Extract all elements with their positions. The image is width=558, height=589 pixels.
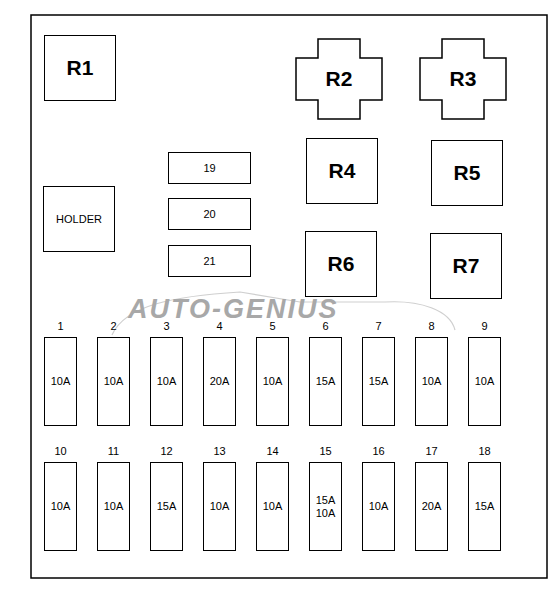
slot-label: HOLDER <box>56 213 102 225</box>
slot-label: 20 <box>203 208 215 220</box>
fuse-body: 10A <box>44 337 77 426</box>
fuse: 1720A <box>415 442 448 551</box>
fuse-slot: 19 <box>168 152 251 184</box>
fuse-number: 12 <box>144 442 189 460</box>
relay: R7 <box>430 233 502 299</box>
fuse-number: 17 <box>409 442 454 460</box>
fuse-number: 18 <box>462 442 507 460</box>
slot-label: 21 <box>203 255 215 267</box>
relay-cross: R2 <box>295 38 383 120</box>
fuse-number: 1 <box>38 317 83 335</box>
fuse: 810A <box>415 317 448 426</box>
relay-label: R2 <box>326 67 353 91</box>
fuse-body: 10A <box>97 462 130 551</box>
fuse-rating: 10A <box>263 500 283 513</box>
fuse-rating: 20A <box>210 375 230 388</box>
fuse: 1310A <box>203 442 236 551</box>
fuse-number: 9 <box>462 317 507 335</box>
relay: R5 <box>431 140 503 206</box>
watermark: AUTO-GENIUS <box>128 294 339 325</box>
fuse-rating: 15A <box>157 500 177 513</box>
fuse-rating: 10A <box>104 500 124 513</box>
relay: R4 <box>306 138 378 204</box>
relay-label: R5 <box>454 161 481 185</box>
relay-label: R1 <box>67 56 94 80</box>
fuse-body: 10A <box>362 462 395 551</box>
fuse-rating: 10A <box>210 500 230 513</box>
fuse-rating: 10A <box>104 375 124 388</box>
fuse: 310A <box>150 317 183 426</box>
fuse-number: 10 <box>38 442 83 460</box>
fuse-rating: 10A <box>369 500 389 513</box>
fuse-body: 15A <box>468 462 501 551</box>
fuse-rating: 20A <box>422 500 442 513</box>
fuse: 1110A <box>97 442 130 551</box>
fuse-rating: 10A <box>475 375 495 388</box>
slot-label: 19 <box>203 162 215 174</box>
fuse-rating: 10A <box>51 375 71 388</box>
fuse-body: 10A <box>97 337 130 426</box>
fuse: 1410A <box>256 442 289 551</box>
fuse-rating: 10A <box>263 375 283 388</box>
fuse-body: 10A <box>203 462 236 551</box>
housing-frame <box>31 15 547 578</box>
fuse-number: 15 <box>303 442 348 460</box>
relay-cross: R3 <box>419 38 507 120</box>
fuse: 510A <box>256 317 289 426</box>
relay-label: R3 <box>450 67 477 91</box>
fuse-body: 20A <box>415 462 448 551</box>
fuse-body: 20A <box>203 337 236 426</box>
fuse-number: 16 <box>356 442 401 460</box>
fuse: 420A <box>203 317 236 426</box>
watermark-car <box>112 292 455 335</box>
fuse-slot: 20 <box>168 198 251 230</box>
fuse-slot: 21 <box>168 245 251 277</box>
relay: R1 <box>44 35 116 101</box>
fuse-body: 15A <box>309 337 342 426</box>
fuse-body: 10A <box>468 337 501 426</box>
fuse-body: 10A <box>256 462 289 551</box>
fuse: 210A <box>97 317 130 426</box>
fuse-number: 14 <box>250 442 295 460</box>
relay: R6 <box>305 231 377 297</box>
fuse-number: 8 <box>409 317 454 335</box>
fuse-body: 15A <box>150 462 183 551</box>
fuse-number: 11 <box>91 442 136 460</box>
fuse-body: 15A 10A <box>309 462 342 551</box>
fuse-body: 10A <box>415 337 448 426</box>
fuse-rating: 10A <box>157 375 177 388</box>
fuse: 110A <box>44 317 77 426</box>
fuse-number: 7 <box>356 317 401 335</box>
fuse: 1815A <box>468 442 501 551</box>
relay-label: R4 <box>329 159 356 183</box>
fuse-rating: 15A 10A <box>312 494 339 519</box>
fuse-body: 10A <box>150 337 183 426</box>
fuse-number: 13 <box>197 442 242 460</box>
fuse: 1515A 10A <box>309 442 342 551</box>
fuse-body: 10A <box>256 337 289 426</box>
fuse: 1215A <box>150 442 183 551</box>
fuse-holder: HOLDER <box>43 186 115 252</box>
fuse: 615A <box>309 317 342 426</box>
fuse: 1010A <box>44 442 77 551</box>
fuse-rating: 15A <box>475 500 495 513</box>
fuse-body: 15A <box>362 337 395 426</box>
fuse-rating: 15A <box>316 375 336 388</box>
relay-label: R7 <box>453 254 480 278</box>
fuse-rating: 10A <box>51 500 71 513</box>
fuse-rating: 15A <box>369 375 389 388</box>
fuse: 715A <box>362 317 395 426</box>
fuse: 910A <box>468 317 501 426</box>
fuse: 1610A <box>362 442 395 551</box>
fuse-rating: 10A <box>422 375 442 388</box>
relay-label: R6 <box>328 252 355 276</box>
fuse-body: 10A <box>44 462 77 551</box>
